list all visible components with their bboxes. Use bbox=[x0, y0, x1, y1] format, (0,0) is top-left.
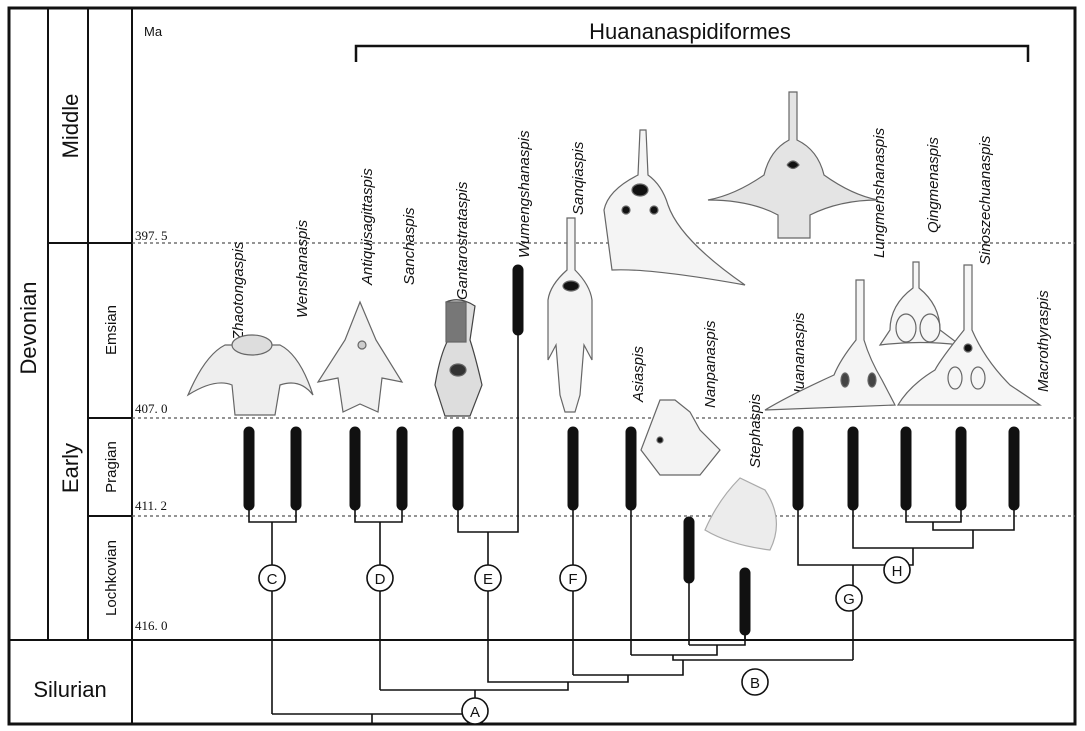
age-label-1: 397. 5 bbox=[135, 228, 168, 243]
taxon-label: Huananaspis bbox=[791, 312, 808, 400]
node-label: G bbox=[843, 591, 855, 608]
group-bracket bbox=[356, 46, 1028, 62]
stephaspis-sketch-icon bbox=[705, 478, 776, 550]
period-devonian-label: Devonian bbox=[16, 282, 41, 375]
wumengshanaspis-sketch-icon bbox=[604, 130, 745, 285]
figure-frame bbox=[9, 8, 1075, 724]
node-label: F bbox=[568, 571, 577, 588]
taxon-label: Sanqiaspis bbox=[570, 141, 587, 215]
epoch-middle-label: Middle bbox=[58, 94, 83, 159]
gantarostrataspis-sketch-icon bbox=[435, 300, 482, 416]
age-label-2: 407. 0 bbox=[135, 401, 168, 416]
node-label: B bbox=[750, 675, 760, 692]
node-label: D bbox=[375, 571, 386, 588]
node-label: A bbox=[470, 704, 480, 721]
group-label: Huananaspidiformes bbox=[589, 19, 791, 44]
node-label: E bbox=[483, 571, 493, 588]
stage-lochkovian-label: Lochkovian bbox=[103, 540, 120, 616]
units-label: Ma bbox=[144, 24, 163, 39]
taxon-label: Gantarostrataspis bbox=[454, 181, 471, 300]
age-label-3: 411. 2 bbox=[135, 498, 167, 513]
qingmenaspis-sketch-icon bbox=[880, 262, 960, 345]
taxon-label: Stephaspis bbox=[747, 393, 764, 468]
taxon-label: Lungmenshanaspis bbox=[871, 127, 888, 258]
period-silurian-label: Silurian bbox=[33, 677, 106, 702]
stage-pragian-label: Pragian bbox=[103, 441, 120, 493]
taxon-label: Asiaspis bbox=[630, 346, 647, 403]
antiquisagittaspis-sketch-icon bbox=[318, 302, 402, 412]
taxon-label: Sinoszechuanaspis bbox=[977, 135, 994, 265]
node-label: H bbox=[892, 563, 903, 580]
taxon-label: Zhaotongaspis bbox=[230, 241, 247, 341]
taxon-label: Antiquisagittaspis bbox=[359, 168, 376, 286]
taxon-label: Sanchaspis bbox=[401, 207, 418, 285]
taxon-label: Wenshanaspis bbox=[294, 219, 311, 318]
taxon-label: Macrothyraspis bbox=[1035, 290, 1052, 392]
taxon-label: Qingmenaspis bbox=[925, 137, 942, 233]
node-label: C bbox=[267, 571, 278, 588]
zhaotongaspis-sketch-icon bbox=[188, 335, 313, 415]
epoch-early-label: Early bbox=[58, 443, 83, 493]
taxon-label: Wumengshanaspis bbox=[516, 130, 533, 258]
taxon-label: Nanpanaspis bbox=[702, 320, 719, 408]
lungmenshanaspis-sketch-icon bbox=[765, 280, 895, 410]
nanpanaspis-sketch-icon bbox=[641, 400, 720, 475]
stage-emsian-label: Emsian bbox=[103, 305, 120, 355]
sanqiaspis-sketch-icon bbox=[548, 218, 592, 412]
middle-devonian-sketch-icon bbox=[708, 92, 878, 238]
specimen-illustrations bbox=[188, 92, 1040, 550]
age-label-4: 416. 0 bbox=[135, 618, 168, 633]
